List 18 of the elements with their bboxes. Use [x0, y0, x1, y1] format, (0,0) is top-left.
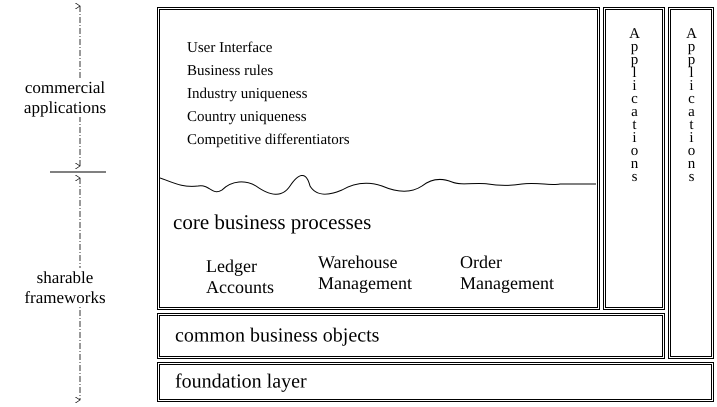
column-panel [668, 7, 714, 359]
module-label: Order Management [460, 252, 555, 294]
layer-panel [157, 313, 665, 359]
section-title: core business processes [173, 210, 372, 234]
layer-label: foundation layer [175, 370, 307, 394]
column-panel [603, 7, 665, 310]
module-label: Warehouse Management [318, 252, 413, 294]
list-item: Business rules [187, 63, 274, 80]
module-label: Ledger Accounts [206, 256, 275, 298]
list-item: User Interface [187, 40, 272, 58]
list-item: Industry uniqueness [187, 86, 308, 104]
layer-panel [157, 7, 600, 310]
list-item: Competitive differentiators [187, 132, 350, 150]
vertical-label: Applications [626, 26, 642, 182]
list-item: Country uniqueness [187, 109, 307, 126]
layer-label: common business objects [175, 324, 380, 348]
layer-panel [157, 362, 714, 402]
vertical-label: Applications [682, 26, 700, 182]
